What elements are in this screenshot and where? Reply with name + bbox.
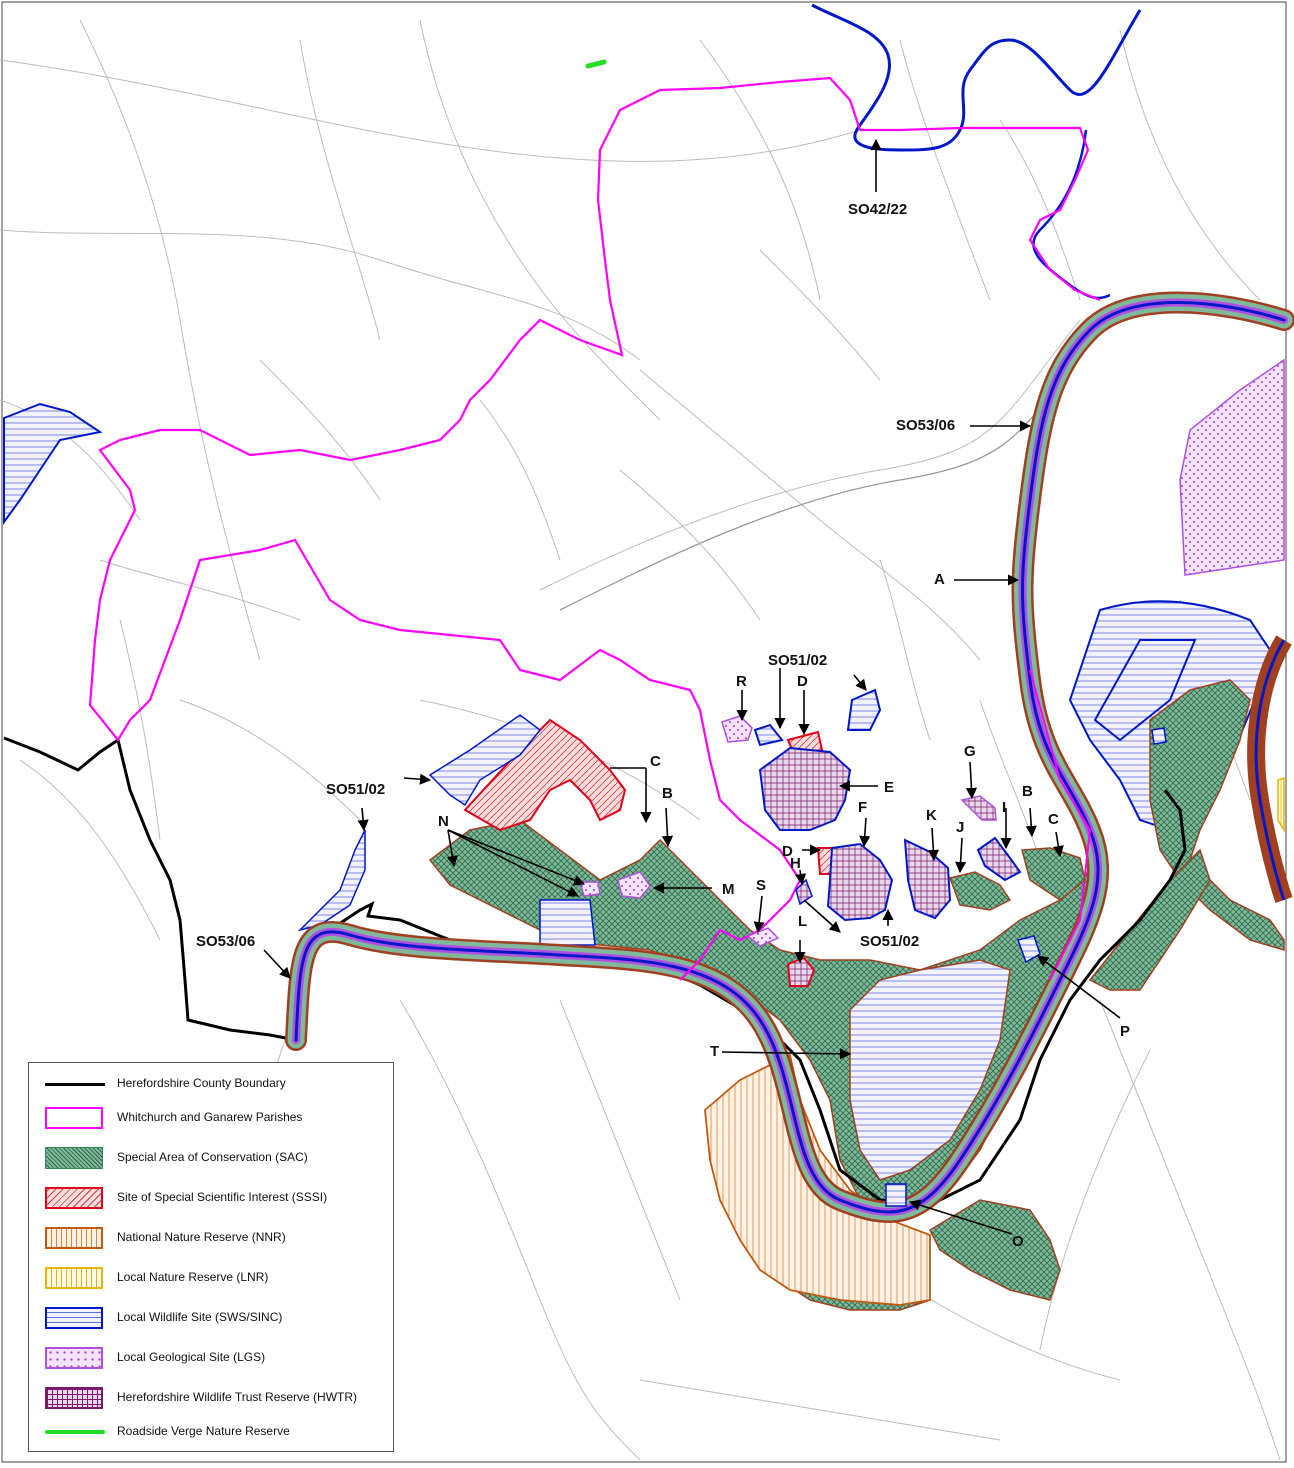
legend-swatch-county bbox=[45, 1083, 105, 1086]
legend-label-lws: Local Wildlife Site (SWS/SINC) bbox=[117, 1310, 283, 1324]
site-f-hwtr bbox=[826, 842, 894, 922]
legend-swatch-parish bbox=[45, 1107, 103, 1129]
label-c-left: C bbox=[650, 753, 661, 770]
label-n: N bbox=[438, 813, 449, 830]
legend-item-nnr: National Nature Reserve (NNR) bbox=[45, 1227, 385, 1249]
label-so5102-mid: SO51/02 bbox=[860, 933, 919, 950]
site-o-lws bbox=[885, 1183, 907, 1207]
sssi-north bbox=[463, 718, 627, 832]
legend-item-lnr: Local Nature Reserve (LNR) bbox=[45, 1267, 385, 1289]
label-g: G bbox=[964, 743, 976, 760]
label-k: K bbox=[926, 807, 937, 824]
legend-label-hwtr: Herefordshire Wildlife Trust Reserve (HW… bbox=[117, 1390, 358, 1404]
label-b-left: B bbox=[662, 785, 673, 802]
lws-south-middle bbox=[849, 959, 1011, 1181]
label-h: H bbox=[790, 855, 801, 872]
legend-label-nnr: National Nature Reserve (NNR) bbox=[117, 1230, 286, 1244]
site-lnr-east bbox=[1277, 776, 1285, 833]
legend-label-parish: Whitchurch and Ganarew Parishes bbox=[117, 1110, 303, 1124]
site-lws-small-ne bbox=[846, 688, 882, 731]
label-t: T bbox=[710, 1043, 719, 1060]
legend-label-lgs: Local Geological Site (LGS) bbox=[117, 1350, 266, 1364]
label-l: L bbox=[798, 913, 807, 930]
label-c-right: C bbox=[1048, 811, 1059, 828]
label-d-mid: D bbox=[782, 843, 793, 860]
site-j-sac bbox=[949, 871, 1012, 911]
label-so5306-left: SO53/06 bbox=[196, 933, 255, 950]
lws-belt bbox=[539, 899, 596, 946]
legend-swatch-lnr bbox=[45, 1267, 103, 1289]
site-lws-east-small bbox=[1151, 727, 1167, 745]
county-boundary bbox=[3, 736, 1187, 1207]
legend-label-lnr: Local Nature Reserve (LNR) bbox=[117, 1270, 269, 1284]
legend-swatch-sssi bbox=[45, 1187, 103, 1209]
legend-label-county: Herefordshire County Boundary bbox=[117, 1076, 286, 1090]
label-j: J bbox=[956, 819, 964, 836]
label-p: P bbox=[1120, 1023, 1130, 1040]
lws-west bbox=[3, 402, 103, 526]
river-wye bbox=[294, 301, 1286, 1214]
lws-north-strip bbox=[428, 714, 542, 807]
legend-swatch-verge bbox=[45, 1430, 105, 1434]
label-a: A bbox=[934, 571, 945, 588]
legend-item-sssi: Site of Special Scientific Interest (SSS… bbox=[45, 1187, 385, 1209]
legend-panel: Herefordshire County Boundary Whitchurch… bbox=[28, 1062, 394, 1452]
label-d-top: D bbox=[797, 673, 808, 690]
river-upper bbox=[811, 3, 1142, 152]
legend-swatch-nnr bbox=[45, 1227, 103, 1249]
legend-label-sssi: Site of Special Scientific Interest (SSS… bbox=[117, 1190, 328, 1204]
river-east-loop-inner bbox=[1254, 639, 1286, 901]
parish-boundary-inner bbox=[1029, 669, 1092, 981]
label-s: S bbox=[756, 877, 766, 894]
site-i-hwtr bbox=[976, 836, 1022, 882]
label-i: I bbox=[1002, 799, 1006, 816]
label-e: E bbox=[884, 779, 894, 796]
legend-swatch-lws bbox=[45, 1307, 103, 1329]
legend-item-lws: Local Wildlife Site (SWS/SINC) bbox=[45, 1307, 385, 1329]
roadside-verge bbox=[585, 59, 607, 69]
site-c-right-sac bbox=[1021, 847, 1086, 901]
label-r: R bbox=[736, 673, 747, 690]
map-labels: SO42/22 SO53/06 A SO51/02 R D E F D H L … bbox=[196, 201, 1130, 1250]
label-b-right: B bbox=[1022, 783, 1033, 800]
legend-item-county: Herefordshire County Boundary bbox=[45, 1073, 385, 1095]
legend-swatch-sac bbox=[45, 1147, 103, 1169]
site-p-lws bbox=[1017, 935, 1041, 964]
legend-label-sac: Special Area of Conservation (SAC) bbox=[117, 1150, 308, 1164]
parish-boundary-east bbox=[860, 126, 1101, 302]
label-so5102-top: SO51/02 bbox=[768, 652, 827, 669]
legend-swatch-lgs bbox=[45, 1347, 103, 1369]
lgs-east-area bbox=[1179, 358, 1285, 576]
label-m: M bbox=[722, 881, 735, 898]
label-f: F bbox=[858, 799, 867, 816]
label-o: O bbox=[1012, 1233, 1024, 1250]
parish-boundary bbox=[88, 76, 862, 981]
site-e-hwtr bbox=[758, 746, 852, 831]
legend-swatch-hwtr bbox=[45, 1387, 103, 1409]
legend-label-verge: Roadside Verge Nature Reserve bbox=[117, 1424, 290, 1438]
legend-item-verge: Roadside Verge Nature Reserve bbox=[45, 1421, 385, 1443]
site-m-lgs bbox=[617, 871, 651, 899]
map-arrows bbox=[263, 138, 1121, 1235]
legend-item-hwtr: Herefordshire Wildlife Trust Reserve (HW… bbox=[45, 1387, 385, 1409]
legend-item-lgs: Local Geological Site (LGS) bbox=[45, 1347, 385, 1369]
legend-item-sac: Special Area of Conservation (SAC) bbox=[45, 1147, 385, 1169]
site-n-lgs-a bbox=[579, 881, 601, 897]
legend-item-parish: Whitchurch and Ganarew Parishes bbox=[45, 1107, 385, 1129]
label-so4222: SO42/22 bbox=[848, 201, 907, 218]
site-lws-r-adj bbox=[753, 723, 784, 747]
label-so5102-left: SO51/02 bbox=[326, 781, 385, 798]
label-so5306-top: SO53/06 bbox=[896, 417, 955, 434]
